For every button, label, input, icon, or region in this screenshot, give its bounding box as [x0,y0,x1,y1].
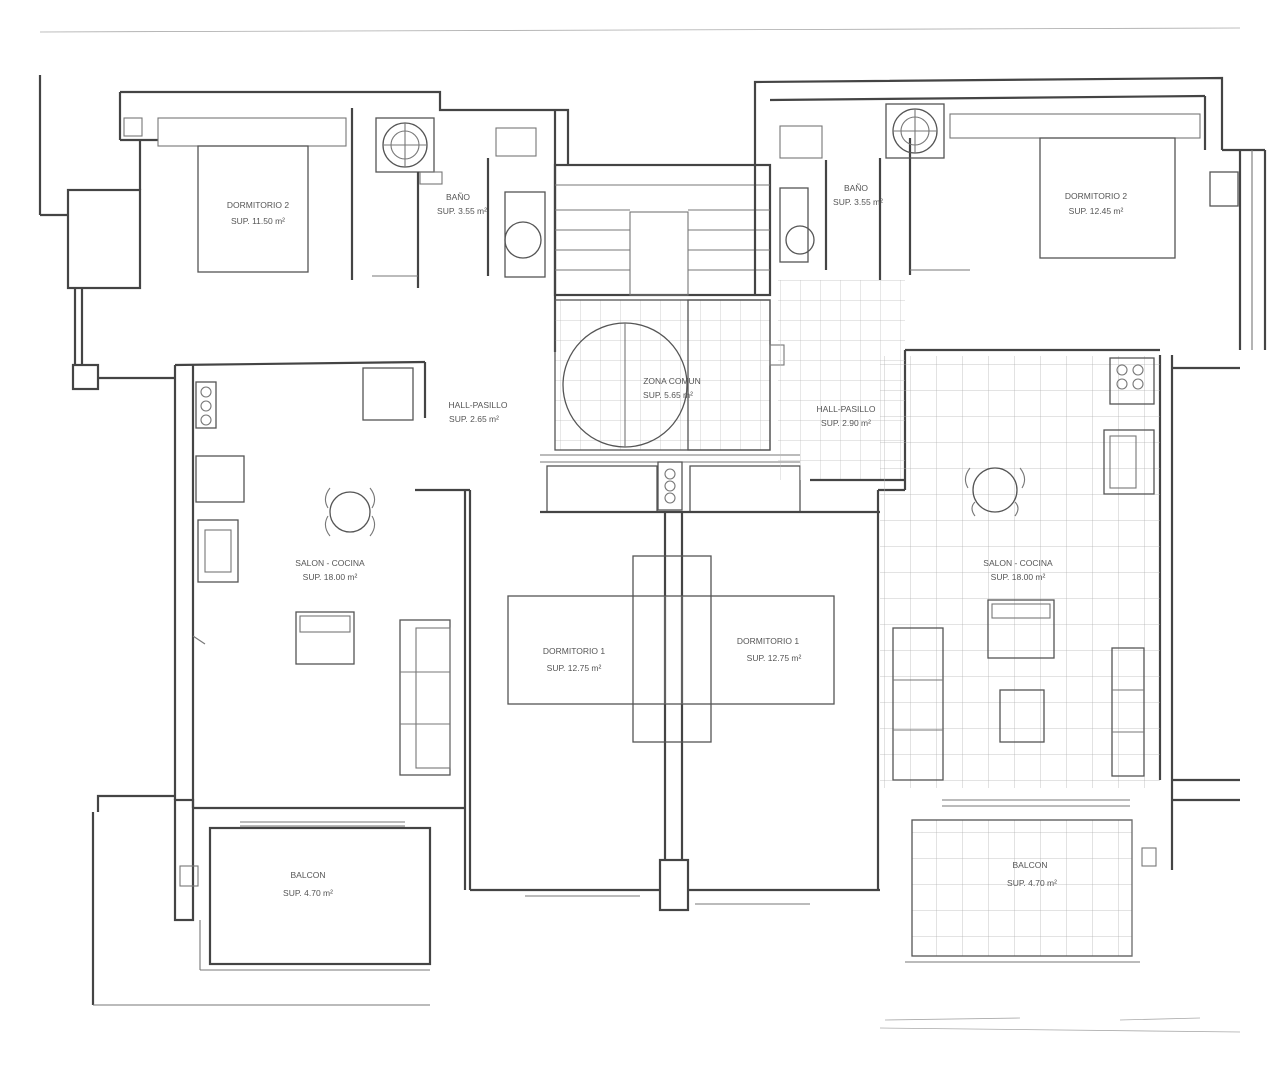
room-salon-left: SALON - COCINA SUP. 18.00 m² [192,367,451,776]
outer-walls-left [38,75,570,890]
stair-core: ZONA COMUN SUP. 5.65 m² [540,163,801,513]
bano-right-area: SUP. 3.55 m² [833,197,883,207]
salon-left-area: SUP. 18.00 m² [303,572,358,582]
balcon-right-name: BALCON [1013,860,1048,870]
room-dormitorio2-right: DORMITORIO 2 SUP. 12.45 m² [908,113,1239,275]
salon-right-area: SUP. 18.00 m² [991,572,1046,582]
room-hall-left: HALL-PASILLO SUP. 2.65 m² [449,400,508,424]
balcon-left-area: SUP. 4.70 m² [283,888,333,898]
zona-comun-area: SUP. 5.65 m² [643,390,693,400]
room-balcon-left: BALCON SUP. 4.70 m² [91,794,432,1006]
hall-right-name: HALL-PASILLO [817,404,876,414]
central-bedrooms: DORMITORIO 1 SUP. 12.75 m² DORMITORIO 1 … [470,510,880,912]
dormitorio1-left-area: SUP. 12.75 m² [547,663,602,673]
hall-left-name: HALL-PASILLO [449,400,508,410]
salon-left-name: SALON - COCINA [295,558,365,568]
zona-comun-name: ZONA COMUN [643,376,701,386]
dormitorio1-right-name: DORMITORIO 1 [737,636,799,646]
room-bano-right: BAÑO SUP. 3.55 m² [779,103,945,280]
room-dormitorio2-left: DORMITORIO 2 SUP. 11.50 m² [123,108,354,280]
bano-left-area: SUP. 3.55 m² [437,206,487,216]
salon-right-name: SALON - COCINA [983,558,1053,568]
dormitorio1-right-area: SUP. 12.75 m² [747,653,802,663]
dormitorio2-left-name: DORMITORIO 2 [227,200,289,210]
dormitorio1-left-name: DORMITORIO 1 [543,646,605,656]
hall-right-area: SUP. 2.90 m² [821,418,871,428]
dormitorio2-right-area: SUP. 12.45 m² [1069,206,1124,216]
balcon-right-area: SUP. 4.70 m² [1007,878,1057,888]
scan-marks [884,1017,1201,1021]
room-salon-right: SALON - COCINA SUP. 18.00 m² [880,356,1160,788]
page-frame [39,27,1241,1033]
bano-left-name: BAÑO [446,192,470,202]
dormitorio2-left-area: SUP. 11.50 m² [231,216,285,226]
balcon-left-name: BALCON [291,870,326,880]
bano-right-name: BAÑO [844,183,868,193]
dormitorio2-right-name: DORMITORIO 2 [1065,191,1127,201]
room-bano-left: BAÑO SUP. 3.55 m² [372,110,557,352]
room-balcon-right: BALCON SUP. 4.70 m² [905,799,1157,963]
hall-left-area: SUP. 2.65 m² [449,414,499,424]
